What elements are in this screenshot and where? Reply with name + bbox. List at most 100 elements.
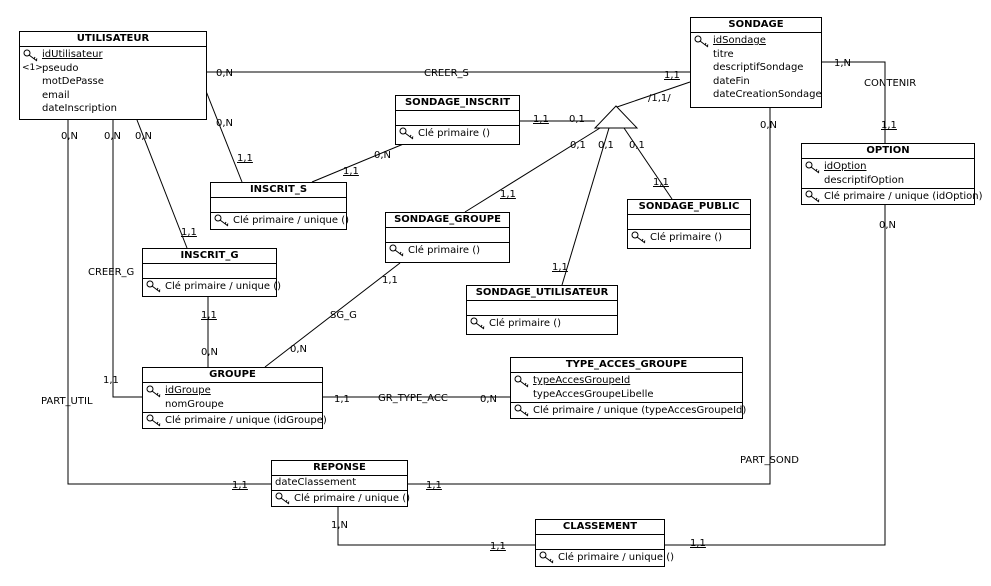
attribute-list	[467, 301, 617, 316]
primary-key-row: Clé primaire / unique ()	[211, 213, 349, 228]
card-r-cl: 1,N	[331, 520, 348, 531]
primary-key-label: Clé primaire / unique (idOption)	[824, 191, 983, 202]
entity-reponse[interactable]: REPONSE dateClassement Clé primaire / un…	[271, 460, 411, 507]
link-tri-sg	[464, 127, 601, 213]
label-sg-g: SG_G	[330, 310, 357, 321]
card-is-u: 1,1	[237, 153, 253, 164]
card-ig-g: 1,1	[201, 310, 217, 321]
attribute-name: titre	[713, 48, 734, 60]
attribute-row: dateCreationSondage	[691, 88, 822, 102]
label-part-util: PART_UTIL	[41, 396, 93, 407]
entity-sondage-groupe[interactable]: SONDAGE_GROUPE Clé primaire ()	[385, 212, 510, 263]
key-icon	[514, 375, 529, 388]
attribute-name: typeAccesGroupeLibelle	[533, 388, 654, 400]
entity-title: OPTION	[802, 144, 974, 159]
attribute-list: idUtilisateur <1>pseudo motDePasse email…	[20, 47, 206, 117]
attribute-name: nomGroupe	[165, 398, 224, 410]
entity-groupe[interactable]: GROUPE idGroupe nomGroupe Clé primaire /…	[142, 367, 327, 429]
attribute-list	[396, 111, 519, 126]
label-creer-g: CREER_G	[88, 267, 134, 278]
entity-title: SONDAGE_GROUPE	[386, 213, 509, 228]
card-sg-tri: 1,1	[500, 189, 516, 200]
id-attribute: idUtilisateur	[20, 48, 206, 62]
entity-inscrit-s[interactable]: INSCRIT_S Clé primaire / unique ()	[210, 182, 349, 230]
entity-title: SONDAGE_UTILISATEUR	[467, 286, 617, 301]
card-g-gr: 1,1	[334, 394, 350, 405]
primary-key-label: Clé primaire ()	[489, 318, 562, 329]
card-u-part: 0,N	[61, 131, 78, 142]
key-icon	[470, 317, 485, 330]
entity-sondage-utilisateur[interactable]: SONDAGE_UTILISATEUR Clé primaire ()	[466, 285, 618, 335]
attribute-row: typeAccesGroupeLibelle	[511, 388, 742, 402]
key-icon	[805, 190, 820, 203]
card-u-creer-g: 0,N	[104, 131, 121, 142]
card-u-inscrit-g: 0,N	[135, 131, 152, 142]
card-s-contenir: 1,N	[834, 58, 851, 69]
unique-tag: <1>	[22, 62, 43, 73]
attribute-row: descriptifSondage	[691, 61, 821, 75]
attribute-list: idSondage titre descriptifSondage dateFi…	[691, 33, 822, 103]
attribute-list	[386, 228, 509, 243]
primary-key-label: Clé primaire / unique ()	[558, 552, 675, 563]
card-sp-tri: 1,1	[653, 177, 669, 188]
entity-sondage-inscrit[interactable]: SONDAGE_INSCRIT Clé primaire ()	[395, 95, 520, 145]
link-tri-s	[616, 81, 691, 108]
card-r-part-sond: 1,1	[426, 480, 442, 491]
attribute-list: dateClassement	[272, 476, 407, 491]
card-o-cl: 0,N	[879, 220, 896, 231]
attribute-name: dateInscription	[42, 103, 117, 114]
card-is-si: 1,1	[343, 166, 359, 177]
key-icon	[146, 280, 161, 293]
entity-title: TYPE_ACCES_GROUPE	[511, 358, 742, 373]
attribute-row: dateClassement	[272, 476, 407, 490]
attribute-row: dateFin	[691, 75, 821, 89]
attribute-name: motDePasse	[42, 76, 104, 87]
card-tag-gr: 0,N	[480, 394, 497, 405]
attribute-row: motDePasse	[20, 75, 206, 89]
entity-classement[interactable]: CLASSEMENT Clé primaire / unique ()	[535, 519, 674, 567]
card-g-sg: 0,N	[290, 344, 307, 355]
primary-key-label: Clé primaire / unique ()	[294, 492, 411, 504]
key-icon	[805, 161, 820, 174]
link-u-inscrit-g	[136, 119, 188, 249]
attribute-list	[143, 264, 276, 279]
link-creer-g	[112, 120, 142, 398]
key-icon	[146, 385, 161, 398]
entity-sondage[interactable]: SONDAGE idSondage titre descriptifSondag…	[690, 17, 822, 108]
attribute-name: idGroupe	[165, 385, 211, 396]
card-r-part-util: 1,1	[232, 480, 248, 491]
entity-title: GROUPE	[143, 368, 322, 383]
link-u-inscrit-s	[203, 85, 243, 183]
entity-sondage-public[interactable]: SONDAGE_PUBLIC Clé primaire ()	[627, 199, 751, 249]
entity-type-acces-groupe[interactable]: TYPE_ACCES_GROUPE typeAccesGroupeId type…	[510, 357, 746, 419]
key-icon	[631, 231, 646, 244]
card-tri-s: /1,1/	[648, 93, 671, 104]
entity-utilisateur[interactable]: UTILISATEUR idUtilisateur <1>pseudo motD…	[19, 31, 207, 120]
attribute-name: idSondage	[713, 35, 766, 46]
link-sg-g	[264, 262, 401, 368]
key-icon	[514, 404, 529, 417]
card-s-creer-s: 1,1	[664, 70, 680, 81]
entity-title: CLASSEMENT	[536, 520, 664, 535]
entity-title: REPONSE	[272, 461, 407, 476]
key-icon	[539, 551, 554, 564]
attribute-name: dateFin	[713, 75, 750, 87]
primary-key-label: Clé primaire / unique (typeAccesGroupeId…	[533, 405, 747, 416]
attribute-name: dateCreationSondage	[713, 89, 822, 100]
key-icon	[23, 49, 38, 62]
primary-key-row: Clé primaire ()	[467, 316, 617, 331]
primary-key-row: Clé primaire / unique (idGroupe)	[143, 413, 327, 428]
entity-option[interactable]: OPTION idOption descriptifOption Clé pri…	[801, 143, 983, 205]
label-contenir: CONTENIR	[864, 78, 916, 89]
link-part-util	[67, 120, 271, 485]
primary-key-row: Clé primaire / unique (idOption)	[802, 189, 983, 204]
entity-title: SONDAGE_INSCRIT	[396, 96, 519, 111]
id-attribute: typeAccesGroupeId	[511, 374, 742, 388]
entity-title: UTILISATEUR	[20, 32, 206, 47]
link-cl-o	[665, 205, 886, 546]
primary-key-row: Clé primaire / unique (typeAccesGroupeId…	[511, 403, 746, 418]
inheritance-triangle	[593, 105, 639, 129]
entity-inscrit-g[interactable]: INSCRIT_G Clé primaire / unique ()	[142, 248, 281, 297]
primary-key-row: Clé primaire / unique ()	[143, 279, 281, 294]
attribute-list	[628, 215, 750, 230]
